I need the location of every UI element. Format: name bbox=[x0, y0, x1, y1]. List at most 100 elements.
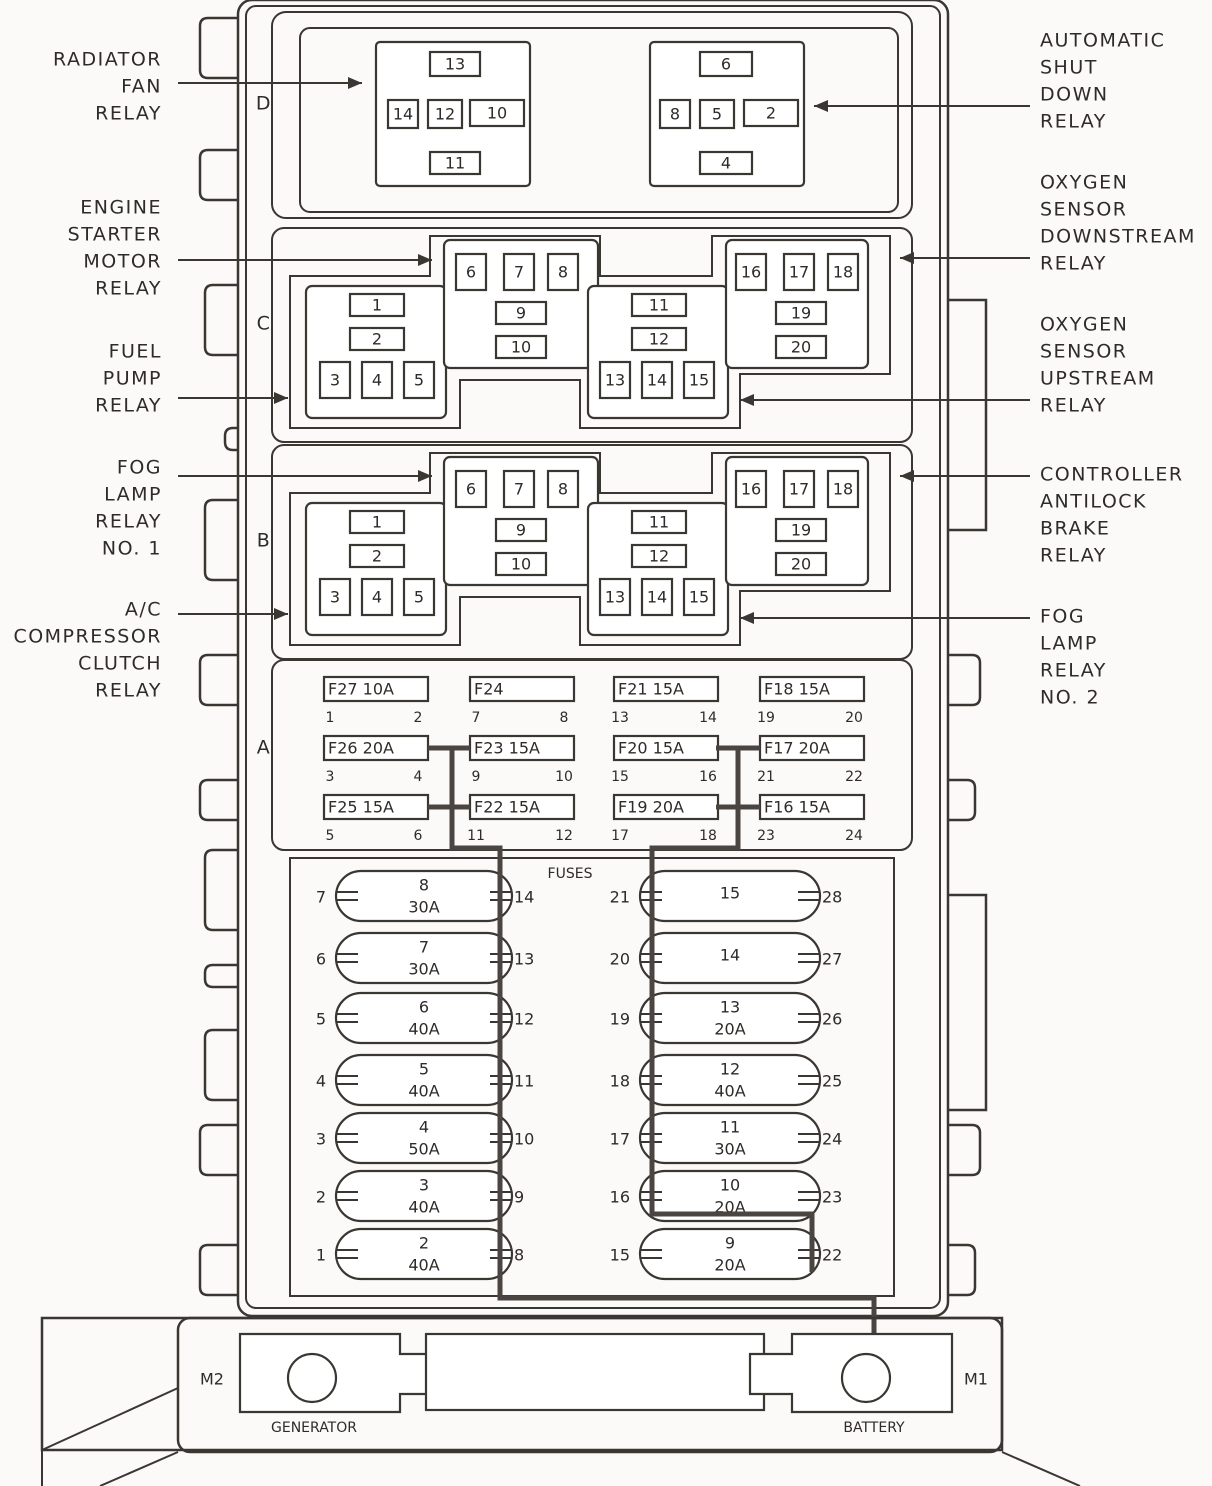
cavity-number: 2 bbox=[372, 547, 382, 566]
relay-cavity: 6 bbox=[454, 252, 488, 292]
fuse-number: 8 bbox=[419, 876, 429, 895]
callout-label-line: OXYGEN bbox=[1040, 172, 1128, 194]
mini-fuse-label: F16 15A bbox=[764, 798, 830, 817]
cavity-number: 1 bbox=[372, 513, 382, 532]
terminal-number: 10 bbox=[514, 1130, 534, 1149]
terminal-number: 20 bbox=[845, 710, 863, 726]
cavity-outline bbox=[734, 469, 768, 509]
maxi-fuse-outline bbox=[334, 931, 514, 985]
relay-cavity: 13 bbox=[428, 50, 482, 78]
cavity-outline bbox=[698, 150, 754, 176]
fuse-number: 12 bbox=[720, 1060, 740, 1079]
relay-cavity: 17 bbox=[782, 469, 816, 509]
cavity-number: 7 bbox=[514, 263, 524, 282]
fuse-blade-slot bbox=[336, 1133, 512, 1143]
mini-fuse-label: F21 15A bbox=[618, 680, 684, 699]
callout-label-line: FUEL bbox=[109, 341, 162, 363]
maxi-fuse-outline bbox=[638, 1111, 822, 1165]
cavity-outline bbox=[402, 577, 436, 617]
relay-cavity: 14 bbox=[640, 360, 674, 400]
cavity-outline bbox=[782, 252, 816, 292]
section-a-frame bbox=[271, 659, 913, 851]
relay-cavity: 18 bbox=[826, 469, 860, 509]
housing-tab bbox=[948, 1243, 977, 1297]
base-bracket-lines bbox=[41, 1387, 1081, 1486]
section-label-c: C bbox=[257, 313, 272, 335]
terminal-number: 17 bbox=[611, 828, 629, 844]
cavity-number: 10 bbox=[511, 338, 531, 357]
fuse-number: 5 bbox=[419, 1060, 429, 1079]
mini-fuse-outline bbox=[322, 675, 430, 703]
relay-cavity: 12 bbox=[630, 543, 688, 569]
callout-label-line: SENSOR bbox=[1040, 199, 1128, 221]
center-insulator bbox=[424, 1332, 766, 1412]
callout-label-line: RELAY bbox=[95, 278, 162, 300]
cavity-number: 18 bbox=[833, 263, 853, 282]
relay-cavity: 18 bbox=[826, 252, 860, 292]
relay-cavity: 19 bbox=[774, 300, 828, 326]
maxi-fuse-outline bbox=[638, 1169, 822, 1223]
fuse-amperage: 40A bbox=[714, 1082, 745, 1101]
section-label-b: B bbox=[257, 530, 272, 552]
fuse-number: 13 bbox=[720, 998, 740, 1017]
callout-label-line: FOG bbox=[117, 457, 162, 479]
cavity-outline bbox=[630, 509, 688, 535]
terminal-number: 3 bbox=[316, 1130, 326, 1149]
terminal-number: 18 bbox=[699, 828, 717, 844]
terminal-number: 23 bbox=[822, 1188, 842, 1207]
cavity-outline bbox=[698, 98, 736, 130]
relay-cavity: 6 bbox=[454, 469, 488, 509]
callout-label-line: FOG bbox=[1040, 606, 1085, 628]
relay-cavity: 3 bbox=[318, 360, 352, 400]
callout-label-line: RELAY bbox=[95, 680, 162, 702]
fuse-amperage: 30A bbox=[408, 898, 439, 917]
fuse-number: 2 bbox=[419, 1234, 429, 1253]
cavity-number: 14 bbox=[647, 371, 667, 390]
cavity-outline bbox=[734, 252, 768, 292]
relay-cavity: 11 bbox=[630, 509, 688, 535]
terminal-number: 27 bbox=[822, 950, 842, 969]
terminal-number: 8 bbox=[560, 710, 569, 726]
battery-label: BATTERY bbox=[843, 1420, 905, 1436]
arrowhead-icon bbox=[418, 254, 432, 266]
cavity-outline bbox=[428, 50, 482, 78]
housing-tab bbox=[948, 653, 982, 707]
cavity-outline bbox=[502, 469, 536, 509]
bus-bar-wire bbox=[649, 745, 815, 1272]
cavity-outline bbox=[360, 577, 394, 617]
cavity-number: 7 bbox=[514, 480, 524, 499]
callout-label-line: DOWNSTREAM bbox=[1040, 226, 1196, 248]
cavity-outline bbox=[386, 98, 420, 130]
callout-label-line: FAN bbox=[121, 76, 162, 98]
cavity-number: 17 bbox=[789, 480, 809, 499]
fuse-amperage: 30A bbox=[408, 960, 439, 979]
callout-label-line: COMPRESSOR bbox=[13, 626, 162, 648]
housing-tab bbox=[198, 1123, 238, 1177]
terminal-number: 1 bbox=[316, 1246, 326, 1265]
cavity-number: 16 bbox=[741, 263, 761, 282]
terminal-number: 19 bbox=[610, 1010, 630, 1029]
fuse-blade-slot bbox=[336, 891, 512, 901]
housing-tab bbox=[203, 1028, 238, 1102]
terminal-number: 15 bbox=[610, 1246, 630, 1265]
cavity-number: 5 bbox=[414, 588, 424, 607]
cavity-outline bbox=[698, 50, 754, 78]
cavity-outline bbox=[318, 577, 352, 617]
cavity-outline bbox=[468, 98, 526, 128]
fuse-blade-slot bbox=[336, 953, 512, 963]
relay-cavity: 15 bbox=[682, 360, 716, 400]
fuse-amperage: 20A bbox=[714, 1256, 745, 1275]
terminal-number: 12 bbox=[514, 1010, 534, 1029]
callout-label-line: RELAY bbox=[95, 103, 162, 125]
section-label-a: A bbox=[257, 737, 272, 759]
